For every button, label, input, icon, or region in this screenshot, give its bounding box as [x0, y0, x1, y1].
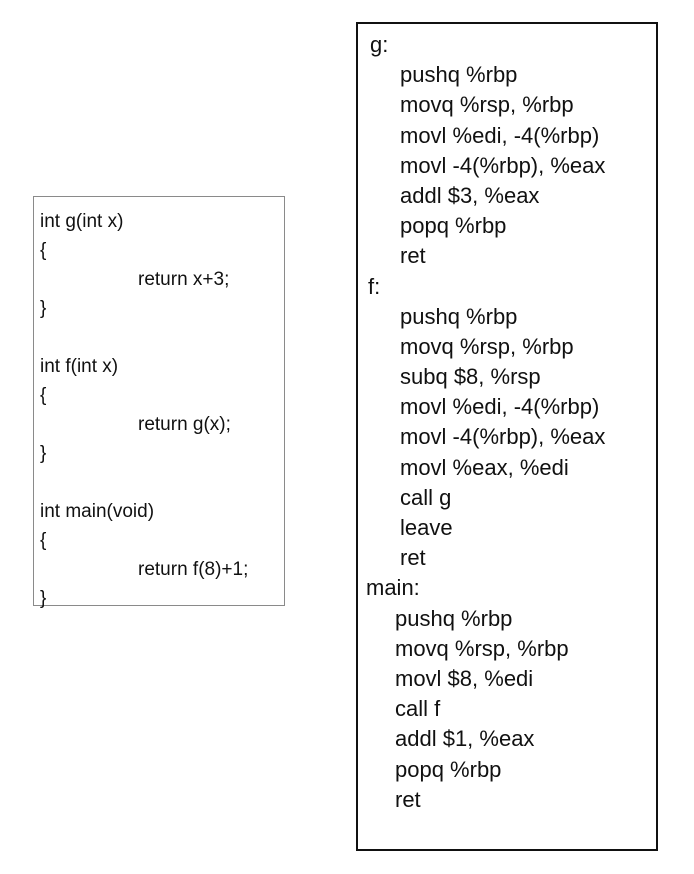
c-source-line: {: [40, 385, 47, 406]
asm-instruction: leave: [400, 515, 453, 540]
c-source-line: return f(8)+1;: [138, 559, 249, 580]
asm-instruction: movl %edi, -4(%rbp): [400, 122, 600, 148]
asm-instruction: popq %rbp: [395, 756, 502, 782]
c-source-line: {: [40, 240, 47, 261]
assembly-panel: g: pushq %rbp movq %rsp, %rbp movl %edi,…: [356, 22, 658, 851]
asm-label-g: g:: [370, 32, 389, 57]
asm-instruction: movl -4(%rbp), %eax: [400, 152, 606, 178]
c-source-line: }: [40, 298, 47, 319]
asm-instruction: pushq %rbp: [400, 62, 518, 88]
asm-instruction: call f: [395, 696, 441, 722]
asm-instruction: movl %eax, %edi: [400, 454, 569, 480]
asm-instruction: ret: [400, 545, 426, 571]
asm-instruction: pushq %rbp: [400, 303, 518, 329]
c-source-line: int g(int x): [40, 211, 124, 232]
asm-instruction: movl -4(%rbp), %eax: [400, 424, 606, 450]
asm-instruction: pushq %rbp: [395, 605, 513, 631]
asm-instruction: ret: [395, 786, 421, 812]
c-source-blank-line: [40, 468, 284, 497]
asm-instruction: subq $8, %rsp: [400, 364, 541, 390]
c-source-line: int f(int x): [40, 356, 119, 377]
asm-instruction: popq %rbp: [400, 213, 507, 239]
asm-instruction: call g: [400, 484, 452, 510]
asm-instruction: movq %rsp, %rbp: [395, 635, 569, 661]
asm-label-main: main:: [366, 575, 420, 601]
asm-instruction: movq %rsp, %rbp: [400, 333, 574, 359]
asm-instruction: movl %edi, -4(%rbp): [400, 394, 600, 420]
c-source-line: {: [40, 530, 47, 551]
asm-instruction: ret: [400, 243, 426, 269]
asm-instruction: movl $8, %edi: [395, 665, 534, 691]
c-source-line: return g(x);: [138, 414, 231, 435]
asm-instruction: addl $1, %eax: [395, 726, 535, 752]
c-source-line: return x+3;: [138, 269, 230, 290]
c-source-blank-line: [40, 323, 284, 352]
c-source-line: }: [40, 588, 47, 609]
c-source-panel: int g(int x) { return x+3; } int f(int x…: [33, 196, 285, 609]
asm-instruction: movq %rsp, %rbp: [400, 92, 574, 118]
asm-instruction: addl $3, %eax: [400, 182, 540, 208]
c-source-line: }: [40, 443, 47, 464]
asm-label-f: f:: [368, 273, 381, 299]
c-source-line: int main(void): [40, 501, 155, 522]
